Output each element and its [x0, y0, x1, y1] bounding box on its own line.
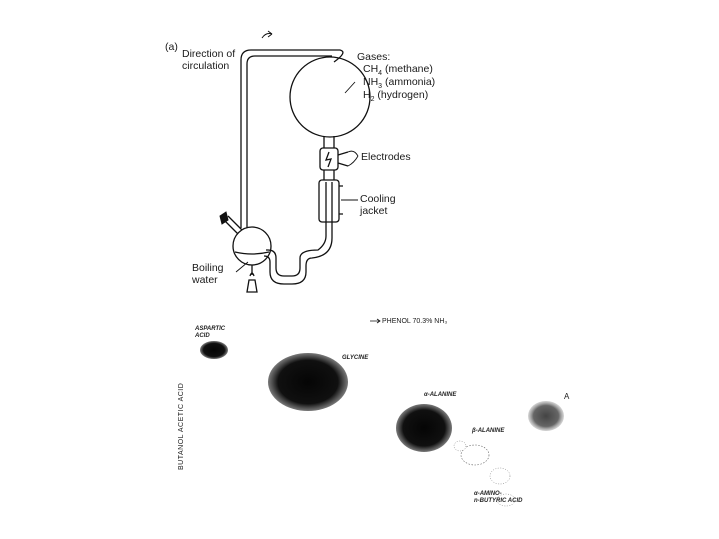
gas-flask — [289, 56, 371, 138]
electrodes-label: Electrodes — [361, 151, 411, 163]
water-level — [234, 251, 270, 255]
spot-faint-1 — [453, 440, 467, 452]
glycine-label: GLYCINE — [342, 355, 369, 361]
gases-leader — [344, 81, 356, 94]
cooling-label-line1: Cooling — [360, 193, 396, 205]
flask-neck — [323, 136, 335, 148]
boiling-leader — [235, 261, 249, 273]
cooling-jacket — [318, 179, 340, 223]
circulation-arrow-icon — [261, 33, 273, 39]
aminobutyric-label-line2: n-BUTYRIC ACID — [474, 498, 523, 504]
u-trap-outer — [266, 222, 327, 277]
upper-tube-inner — [246, 55, 332, 228]
spot-a-label: A — [564, 392, 570, 401]
spot-aspartic-acid — [200, 341, 228, 359]
u-trap-inner — [263, 222, 333, 285]
gas-hydrogen: H2 (hydrogen) — [363, 89, 429, 104]
burner — [246, 265, 258, 293]
solvent-top-label: PHENOL 70.3% NH₃ — [382, 318, 448, 325]
leader-lines — [235, 81, 359, 273]
circulation-label-line2: circulation — [182, 60, 230, 72]
aspartic-label-line1: ASPARTIC — [195, 326, 226, 332]
beta-alanine-label: β-ALANINE — [472, 428, 505, 434]
circulation-label-line1: Direction of — [182, 48, 236, 60]
solvent-arrow-icon — [370, 318, 381, 324]
panel-label: (a) — [165, 41, 178, 53]
cooling-label-line2: jacket — [360, 205, 388, 217]
jacket-inner-tube — [325, 182, 333, 222]
aspartic-label-line2: ACID — [195, 333, 210, 339]
alpha-alanine-label: α-ALANINE — [424, 392, 457, 398]
jacket-ports — [339, 185, 343, 215]
gases-title: Gases: — [357, 51, 391, 63]
glassware — [223, 49, 371, 293]
spot-faint-2 — [489, 467, 511, 485]
electrode-chamber — [319, 147, 339, 171]
boiling-label-line2: water — [192, 274, 218, 286]
spot-alpha-alanine — [396, 404, 452, 452]
spot-beta-alanine — [460, 444, 490, 466]
chromatogram-spots — [200, 341, 564, 507]
gas-methane: CH4 (methane) — [363, 63, 433, 78]
spot-a — [528, 401, 564, 431]
flame — [249, 272, 255, 277]
stopcock-icon — [219, 211, 229, 225]
upper-tube-outer — [240, 49, 344, 228]
boiling-flask — [232, 226, 272, 266]
boiling-label-line1: Boiling — [192, 262, 224, 274]
spark-icon — [324, 151, 333, 168]
connecting-tube — [323, 170, 335, 180]
electrode-wires — [337, 151, 349, 167]
spot-aminobutyric — [496, 493, 516, 507]
circulation-arrowhead-icon — [267, 30, 273, 38]
spot-glycine — [268, 353, 348, 411]
aminobutyric-label-line1: α-AMINO- — [474, 491, 502, 497]
electrodes-leader — [347, 150, 359, 167]
side-arm — [223, 215, 243, 235]
gas-ammonia: NH3 (ammonia) — [363, 76, 436, 91]
solvent-side-label: BUTANOL ACETIC ACID — [178, 382, 185, 470]
